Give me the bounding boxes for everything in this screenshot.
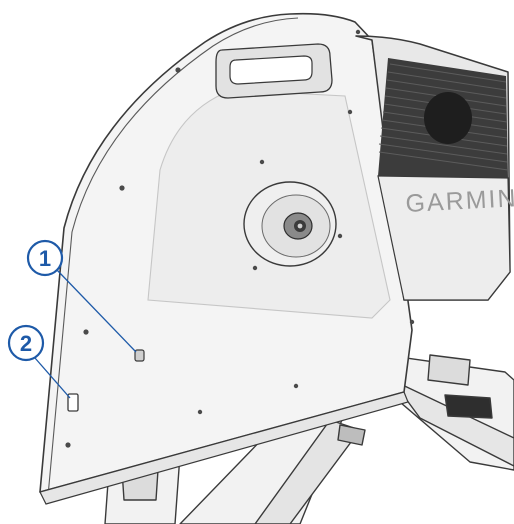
axle-hub (243, 181, 337, 267)
label-detail-2 (67, 393, 79, 412)
callout-1-leader (56, 269, 137, 353)
housing-bottom-edge (39, 391, 409, 505)
rim-screws (65, 29, 415, 448)
brand-logo: GARMIN (405, 184, 514, 218)
callout-2-leader (34, 357, 71, 399)
port-detail-1 (134, 349, 145, 362)
fan-opening (424, 92, 472, 144)
callout-1-circle (26, 239, 64, 277)
callout-2: 2 (7, 324, 45, 362)
strut-joint (337, 424, 366, 446)
foot-pad-right (427, 354, 471, 386)
carry-handle (215, 43, 333, 99)
callout-2-circle (7, 324, 45, 362)
vent-lower-face (377, 175, 511, 301)
callout-1: 1 (26, 239, 64, 277)
base-rail-right (391, 379, 514, 467)
callout-1-label: 1 (39, 246, 51, 271)
callout-2-label: 2 (20, 331, 32, 356)
foot-bracket (444, 394, 493, 419)
vent-housing: GARMIN (355, 35, 514, 301)
